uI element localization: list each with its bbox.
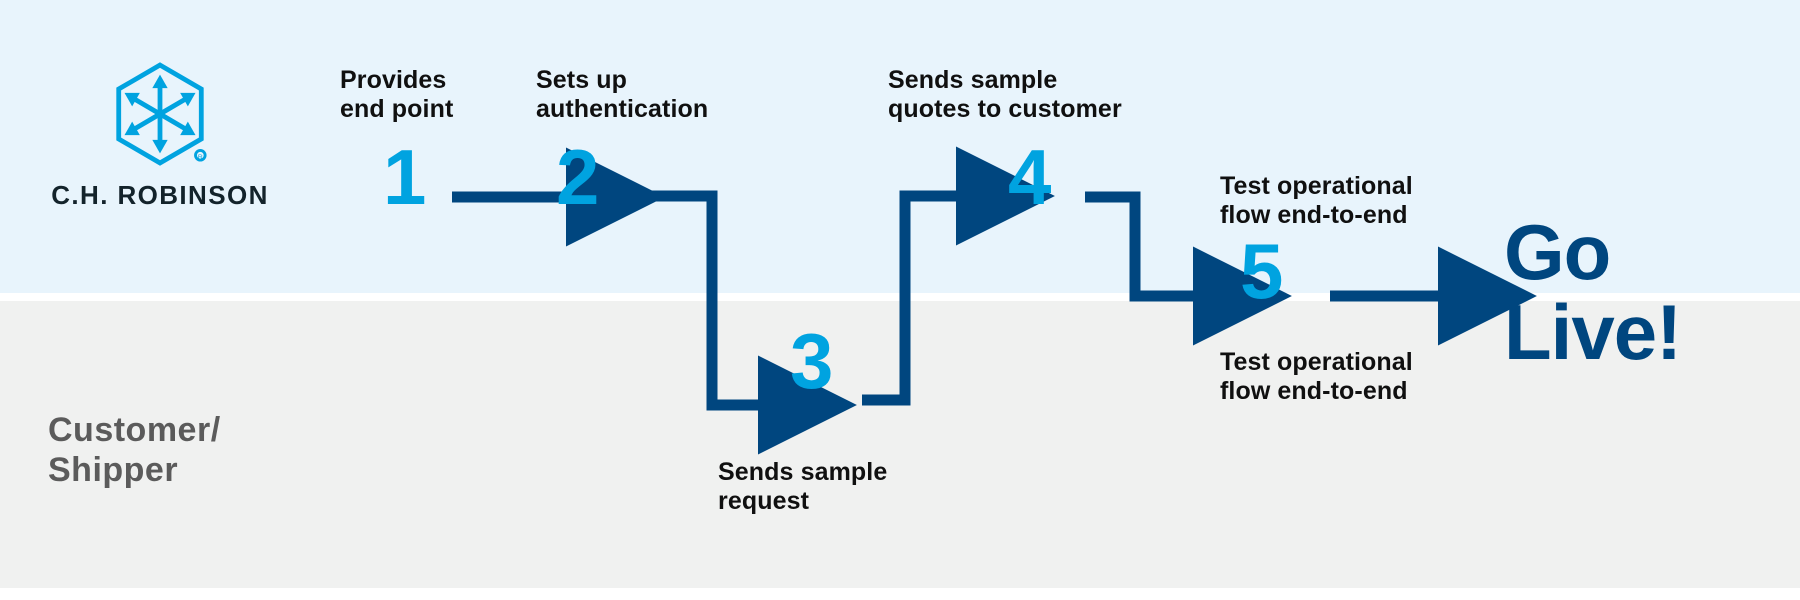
hexagon-arrows-logo-icon: R (116, 62, 207, 166)
brand-wordmark: C.H. ROBINSON (51, 180, 269, 210)
step-5-caption-below: Test operational flow end-to-end (1220, 348, 1490, 407)
lane-label-customer-shipper: Customer/ Shipper (48, 410, 388, 490)
go-live-outcome: Go Live! (1504, 212, 1764, 373)
step-5-caption-above-line1: Test operational (1220, 172, 1413, 200)
step-number-5: 5 (1240, 227, 1284, 315)
ch-robinson-logo-block: R C.H. ROBINSON (50, 62, 270, 211)
lane-label-line2: Shipper (48, 451, 179, 490)
connector-2-to-3 (645, 190, 857, 455)
step-4-caption-line2: quotes to customer (888, 95, 1122, 124)
step-4-caption-line1: Sends sample (888, 66, 1058, 94)
connector-3-to-4 (862, 146, 1055, 406)
step-number-4: 4 (1008, 133, 1052, 221)
step-number-3: 3 (790, 317, 834, 405)
step-1-caption-line1: Provides (340, 66, 447, 94)
step-5-caption-above: Test operational flow end-to-end (1220, 172, 1490, 231)
step-number-1: 1 (383, 133, 427, 221)
step-1-caption-line2: end point (340, 95, 454, 124)
step-4-caption: Sends sample quotes to customer (888, 66, 1188, 125)
step-number-2: 2 (556, 133, 600, 221)
lane-label-line1: Customer/ (48, 411, 221, 449)
step-2-caption-line2: authentication (536, 95, 709, 124)
go-live-line2: Live! (1504, 288, 1682, 377)
step-2-caption-line1: Sets up (536, 66, 627, 94)
step-5-caption-above-line2: flow end-to-end (1220, 201, 1408, 230)
step-3-caption-line2: request (718, 487, 810, 516)
step-1-caption: Provides end point (340, 66, 540, 125)
go-live-line1: Go (1504, 208, 1611, 296)
step-3-caption-line1: Sends sample (718, 458, 888, 486)
step-5-caption-below-line2: flow end-to-end (1220, 377, 1408, 406)
step-3-caption: Sends sample request (718, 458, 958, 517)
step-2-caption: Sets up authentication (536, 66, 796, 125)
step-5-caption-below-line1: Test operational (1220, 348, 1413, 376)
svg-text:R: R (198, 154, 203, 161)
connector-4-to-5 (1085, 191, 1292, 346)
